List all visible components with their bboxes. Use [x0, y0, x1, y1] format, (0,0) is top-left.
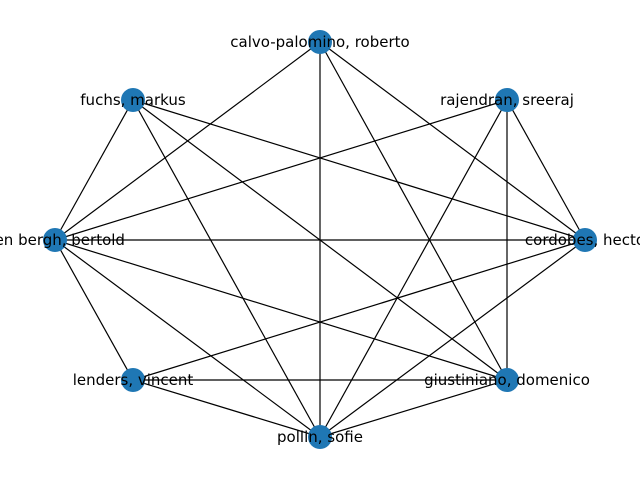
edge-fuchs-pollin	[132, 99, 321, 438]
node-giustiniano	[495, 368, 519, 392]
node-rajendran	[495, 88, 519, 112]
node-layer	[43, 30, 597, 449]
edge-rajendran-pollin	[319, 99, 508, 438]
node-fuchs	[121, 88, 145, 112]
node-calvo	[308, 30, 332, 54]
node-label-fuchs: fuchs, markus	[80, 91, 186, 109]
edge-calvo-giustiniano	[319, 41, 508, 381]
edge-giustiniano-pollin	[319, 379, 508, 438]
node-label-pollin: pollin, sofie	[277, 428, 363, 446]
label-layer: calvo-palomino, roberto fuchs, markus raje…	[0, 33, 640, 446]
node-label-lenders: lenders, vincent	[73, 371, 194, 389]
node-cordobes	[573, 228, 597, 252]
edge-rajendran-vandenbergh	[54, 99, 508, 241]
node-label-giustiniano: giustiniano, domenico	[424, 371, 590, 389]
edge-lenders-pollin	[132, 379, 321, 438]
edge-vandenbergh-pollin	[54, 239, 321, 438]
edge-fuchs-cordobes	[132, 99, 586, 241]
node-label-vandenbergh: den bergh, bertold	[0, 231, 125, 249]
edge-fuchs-vandenbergh	[54, 99, 134, 241]
edge-layer	[54, 41, 586, 438]
edge-cordobes-lenders	[132, 239, 586, 381]
node-label-calvo: calvo-palomino, roberto	[230, 33, 409, 51]
node-vandenbergh	[43, 228, 67, 252]
edge-rajendran-cordobes	[506, 99, 586, 241]
node-lenders	[121, 368, 145, 392]
node-label-cordobes: cordobes, hecto	[525, 231, 640, 249]
edge-vandenbergh-giustiniano	[54, 239, 508, 381]
edge-vandenbergh-lenders	[54, 239, 134, 381]
node-pollin	[308, 425, 332, 449]
edge-cordobes-pollin	[319, 239, 586, 438]
edge-calvo-cordobes	[319, 41, 586, 241]
node-label-rajendran: rajendran, sreeraj	[440, 91, 574, 109]
